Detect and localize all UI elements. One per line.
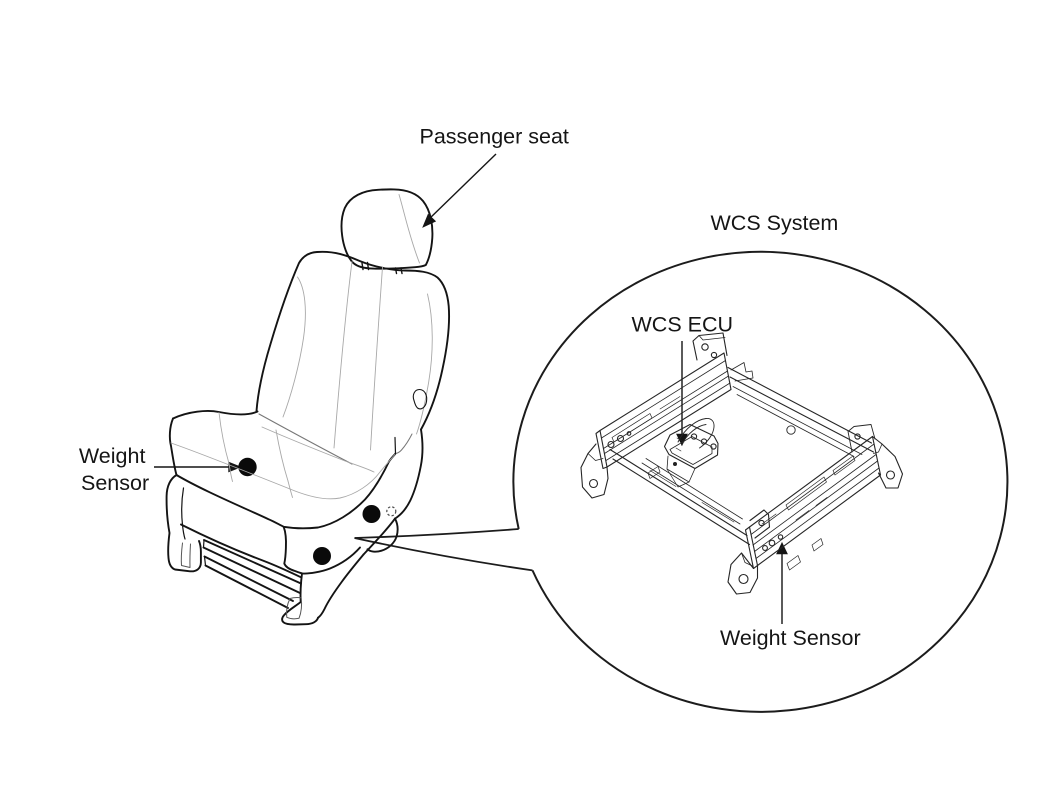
svg-text:Weight: Weight xyxy=(79,444,146,468)
svg-text:Passenger seat: Passenger seat xyxy=(420,124,569,148)
svg-text:Weight Sensor: Weight Sensor xyxy=(720,626,861,650)
svg-text:Sensor: Sensor xyxy=(81,471,149,495)
svg-text:WCS System: WCS System xyxy=(711,211,839,235)
svg-text:WCS ECU: WCS ECU xyxy=(632,312,734,336)
